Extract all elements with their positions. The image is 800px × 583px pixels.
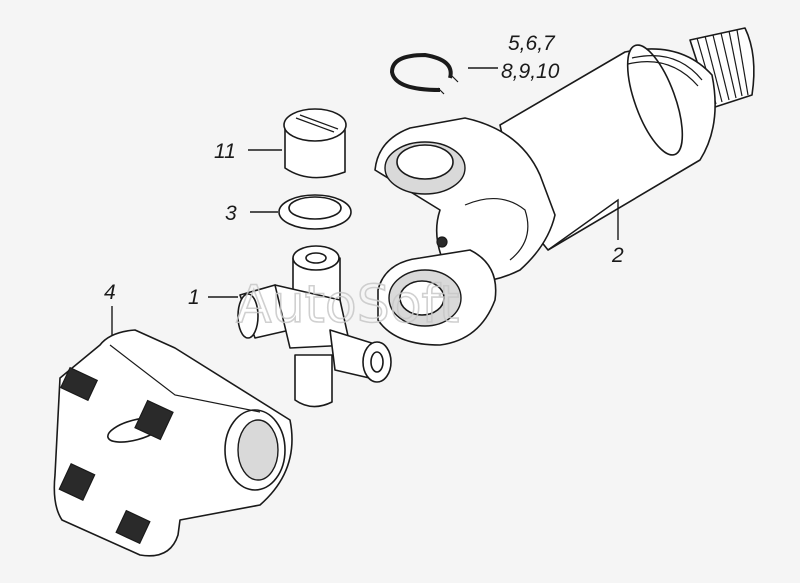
callout-8-9-10: 8,9,10	[501, 60, 560, 83]
callout-11: 11	[214, 140, 236, 163]
part-1-spider-cross	[237, 245, 392, 408]
callout-3: 3	[225, 202, 237, 225]
callout-4: 4	[104, 281, 116, 304]
leader-lines	[111, 67, 619, 335]
part-4-flange-yoke	[53, 329, 293, 557]
retaining-ring	[390, 53, 459, 95]
watermark-text: AutoSoft	[236, 275, 459, 335]
part-2-shaft-with-yoke	[374, 27, 755, 346]
callout-1: 1	[188, 286, 200, 309]
part-11-bearing-cup	[283, 108, 347, 179]
callout-5-6-7: 5,6,7	[508, 32, 556, 55]
part-3-seal-ring	[278, 194, 352, 230]
callout-2: 2	[611, 244, 624, 267]
